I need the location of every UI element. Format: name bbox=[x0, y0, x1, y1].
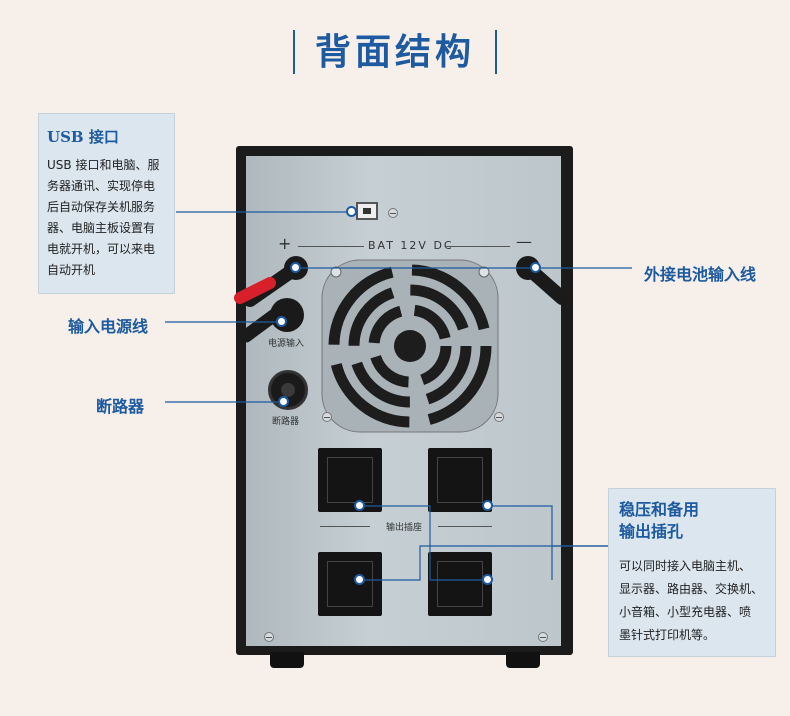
outlet-marker-icon bbox=[354, 574, 365, 585]
breaker-label: 断路器 bbox=[96, 397, 145, 416]
usb-callout-title: USB 接口 bbox=[47, 128, 119, 146]
screw-icon bbox=[494, 412, 504, 422]
usb-desc-line: 器、电脑主板设置有 bbox=[47, 221, 156, 235]
outlet-callout: 稳压和备用 输出插孔 可以同时接入电脑主机、 显示器、路由器、交换机、 小音箱、… bbox=[608, 488, 776, 657]
outlet-desc-line: 可以同时接入电脑主机、 bbox=[619, 559, 752, 573]
outlet-socket bbox=[318, 552, 382, 616]
plus-sign: + bbox=[278, 234, 292, 253]
ups-foot bbox=[506, 652, 540, 668]
usb-port bbox=[356, 202, 378, 220]
power-input-label: 输入电源线 bbox=[68, 317, 149, 336]
breaker-marker-icon bbox=[278, 396, 289, 407]
bat-label: BAT 12V DC bbox=[368, 239, 454, 252]
usb-marker-icon bbox=[346, 206, 357, 217]
power-input-marker-icon bbox=[276, 316, 287, 327]
minus-sign: — bbox=[516, 232, 532, 251]
usb-desc-line: 后自动保存关机服务 bbox=[47, 200, 156, 214]
outlet-desc-line: 墨针式打印机等。 bbox=[619, 628, 716, 642]
usb-desc-line: 电就开机，可以来电 bbox=[47, 242, 156, 256]
outlet-title-line: 稳压和备用 bbox=[619, 500, 700, 519]
battery-input-label: 外接电池输入线 bbox=[644, 265, 757, 284]
outlet-title-line: 输出插孔 bbox=[619, 522, 684, 541]
usb-callout-desc: USB 接口和电脑、服 务器通讯、实现停电 后自动保存关机服务 器、电脑主板设置… bbox=[47, 155, 166, 281]
ups-foot bbox=[270, 652, 304, 668]
outlet-socket bbox=[428, 448, 492, 512]
outlet-marker-icon bbox=[354, 500, 365, 511]
ground-screw-icon bbox=[388, 208, 398, 218]
outlet-callout-desc: 可以同时接入电脑主机、 显示器、路由器、交换机、 小音箱、小型充电器、喷 墨针式… bbox=[619, 555, 765, 647]
outlet-socket bbox=[318, 448, 382, 512]
outlet-desc-line: 小音箱、小型充电器、喷 bbox=[619, 605, 752, 619]
battery-marker-icon bbox=[530, 262, 541, 273]
power-input-panel-label: 电源输入 bbox=[268, 339, 305, 349]
breaker-panel-label: 断路器 bbox=[272, 417, 300, 427]
ups-rear-panel: + BAT 12V DC — 电源输入 断路器 bbox=[236, 146, 573, 655]
outlet-panel-label: 输出插座 bbox=[386, 523, 423, 533]
outlet-callout-title: 稳压和备用 输出插孔 bbox=[619, 499, 765, 543]
screw-icon bbox=[538, 632, 548, 642]
outlet-marker-icon bbox=[482, 500, 493, 511]
page-title: 背面结构 bbox=[292, 30, 497, 74]
outlet-desc-line: 显示器、路由器、交换机、 bbox=[619, 582, 764, 596]
cooling-fan-icon bbox=[321, 259, 499, 433]
usb-desc-line: 务器通讯、实现停电 bbox=[47, 179, 156, 193]
power-input-terminal bbox=[270, 298, 304, 332]
red-cable-marker-icon bbox=[290, 262, 301, 273]
usb-desc-line: USB 接口和电脑、服 bbox=[47, 158, 160, 172]
usb-desc-line: 自动开机 bbox=[47, 263, 96, 277]
outlet-socket bbox=[428, 552, 492, 616]
screw-icon bbox=[264, 632, 274, 642]
usb-callout: USB 接口 USB 接口和电脑、服 务器通讯、实现停电 后自动保存关机服务 器… bbox=[38, 113, 175, 294]
outlet-marker-icon bbox=[482, 574, 493, 585]
panel-face: + BAT 12V DC — 电源输入 断路器 bbox=[246, 156, 561, 646]
page-title-wrap: 背面结构 bbox=[0, 30, 790, 74]
screw-icon bbox=[322, 412, 332, 422]
